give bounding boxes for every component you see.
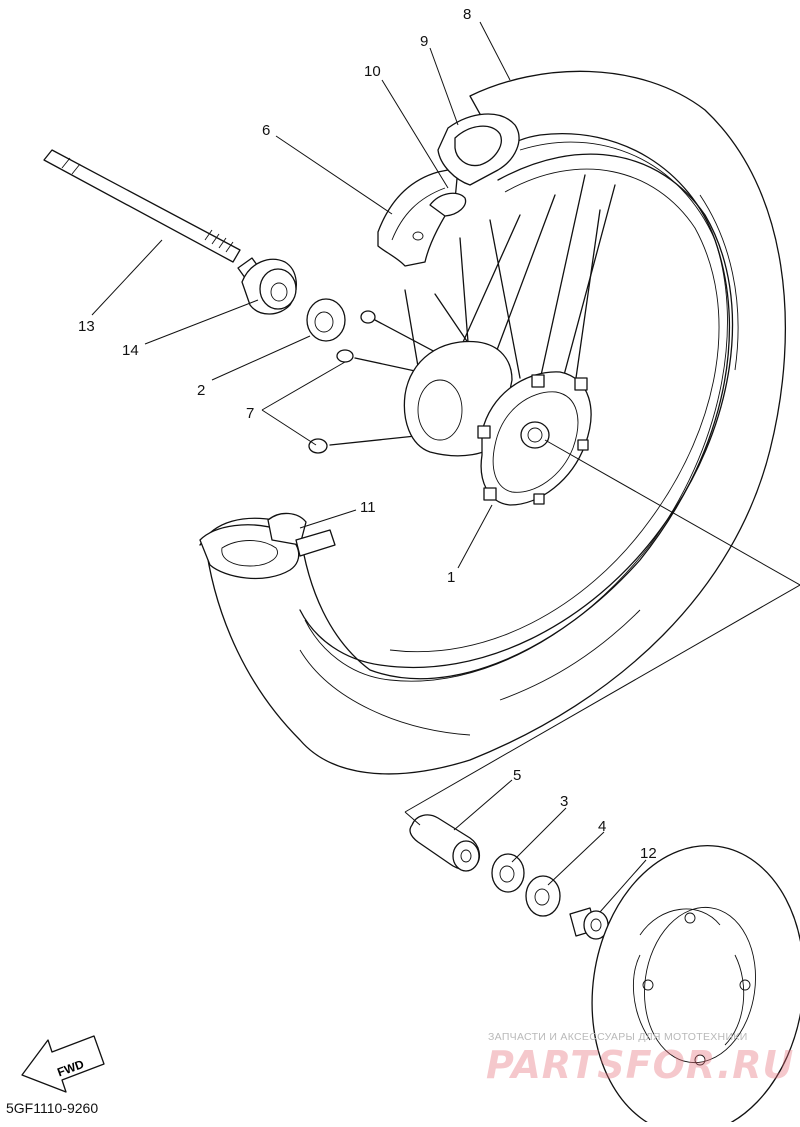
front-wheel-axle bbox=[43, 149, 241, 263]
callout-5: 5 bbox=[513, 767, 521, 784]
callout-8: 8 bbox=[463, 6, 471, 23]
collar bbox=[409, 814, 481, 872]
callout-11: 11 bbox=[360, 499, 376, 516]
disc-bolt bbox=[569, 907, 609, 940]
inner-tube-and-valve bbox=[199, 512, 336, 580]
callout-12: 12 bbox=[640, 845, 657, 862]
fwd-direction-arrow-icon: FWD bbox=[21, 1035, 105, 1093]
callout-6: 6 bbox=[262, 122, 270, 139]
callout-10: 10 bbox=[364, 63, 381, 80]
spoke-nipples bbox=[308, 310, 376, 454]
watermark-logo: PARTSFOR.RU bbox=[486, 1043, 795, 1087]
callout-2: 2 bbox=[197, 382, 205, 399]
callout-1: 1 bbox=[447, 569, 455, 586]
rim-band-and-tube bbox=[429, 113, 520, 217]
bearing-2 bbox=[306, 298, 346, 342]
watermark-tagline: ЗАПЧАСТИ И АКСЕССУАРЫ ДЛЯ МОТОТЕХНИКИ bbox=[488, 1031, 748, 1043]
assembly-lines bbox=[404, 439, 800, 826]
brake-disc bbox=[591, 845, 800, 1127]
callout-4: 4 bbox=[598, 818, 606, 835]
leader-lines bbox=[91, 21, 647, 913]
callout-3: 3 bbox=[560, 793, 568, 810]
callout-9: 9 bbox=[420, 33, 428, 50]
callout-13: 13 bbox=[78, 318, 95, 335]
oil-seal bbox=[525, 875, 561, 917]
rim bbox=[299, 153, 734, 669]
callout-14: 14 bbox=[122, 342, 139, 359]
callout-labels: 1 2 3 4 5 6 7 8 9 10 11 12 13 14 bbox=[78, 6, 657, 862]
speedometer-gear-unit bbox=[237, 257, 297, 315]
front-hub bbox=[403, 340, 592, 506]
callout-7: 7 bbox=[246, 405, 254, 422]
bearing-3 bbox=[491, 853, 525, 893]
diagram-code: 5GF1110-9260 bbox=[6, 1100, 99, 1116]
